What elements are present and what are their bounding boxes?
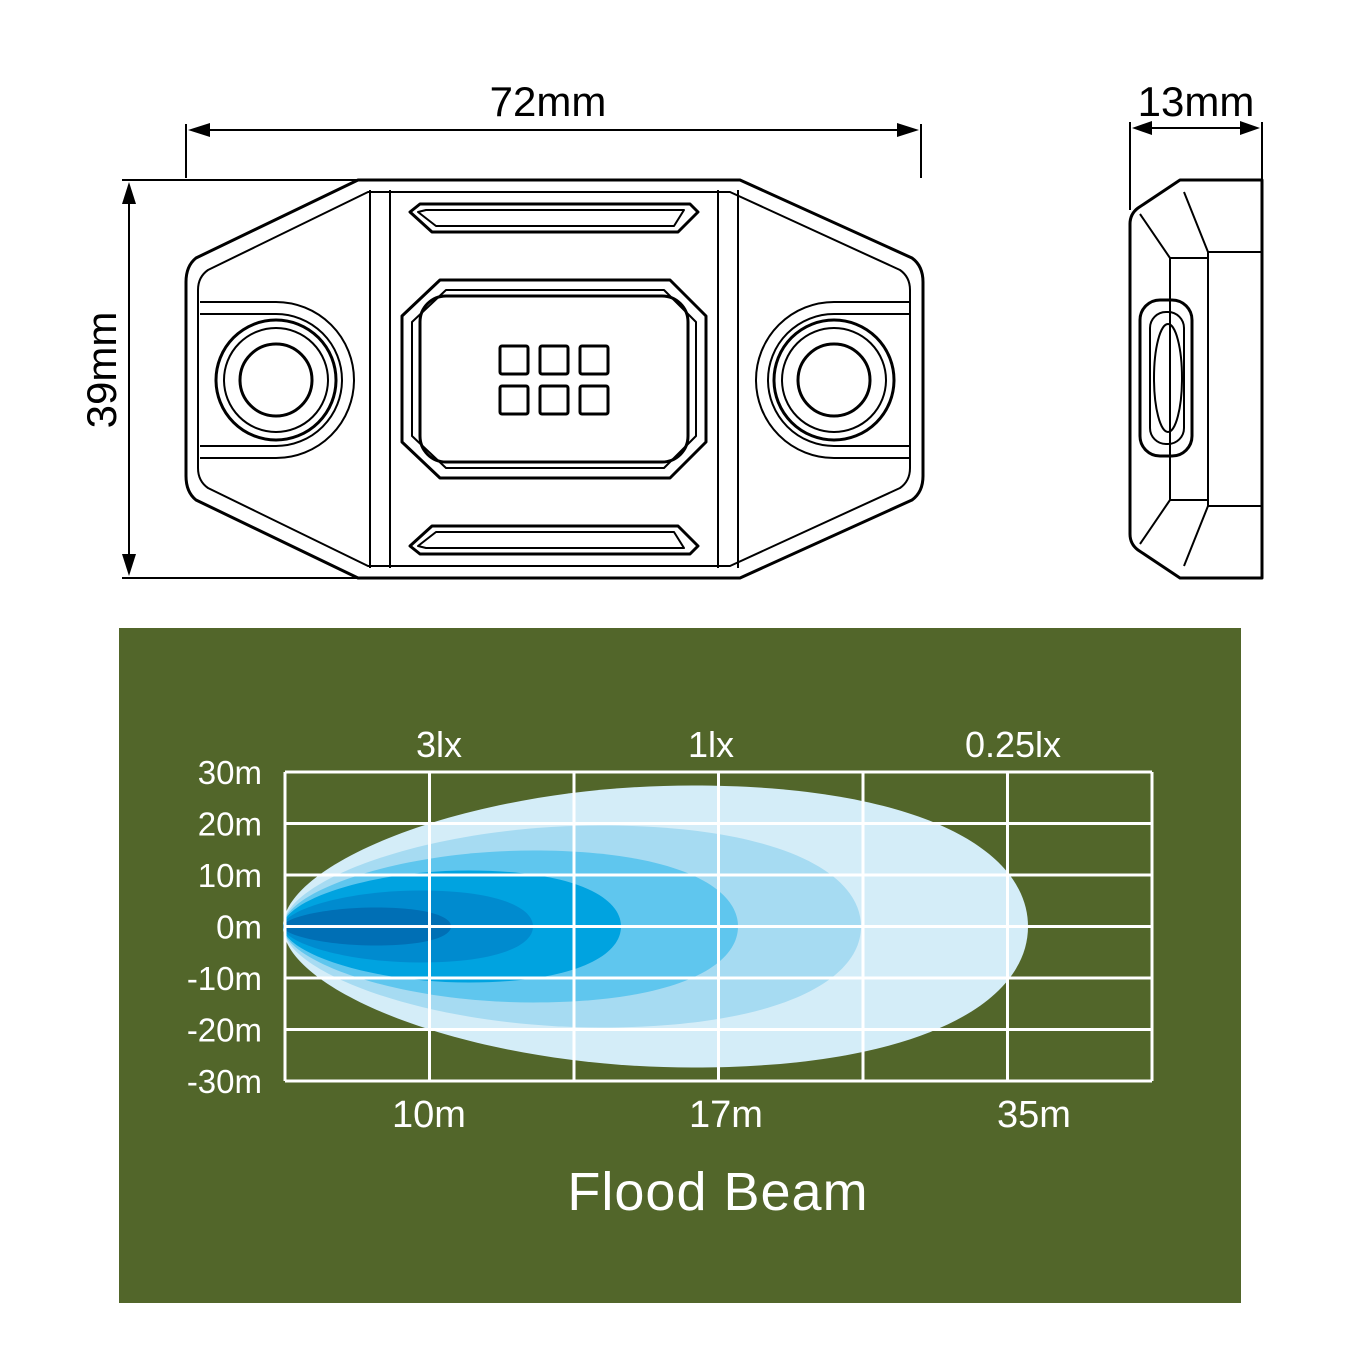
- lux-label: 3lx: [416, 724, 462, 765]
- y-tick-label: -20m: [187, 1012, 262, 1049]
- x-tick-label: 35m: [997, 1094, 1071, 1136]
- arrow-left-icon: [188, 123, 210, 137]
- arrow-down-icon: [122, 554, 136, 576]
- beam-pattern-panel: 30m 20m 10m 0m -10m -20m -30m 10m 17m 35m 3lx 1lx…: [119, 628, 1241, 1303]
- y-tick-label: -30m: [187, 1063, 262, 1100]
- y-tick-label: 0m: [216, 909, 262, 946]
- width-dimension: 72mm: [185, 78, 922, 178]
- width-label: 72mm: [490, 78, 607, 125]
- beam-title: Flood Beam: [567, 1162, 868, 1222]
- left-mount-hole: [200, 301, 355, 459]
- arrow-up-icon: [122, 182, 136, 204]
- y-tick-label: 30m: [198, 754, 262, 791]
- y-tick-label: 20m: [198, 806, 262, 843]
- y-axis-ticks: 30m 20m 10m 0m -10m -20m -30m: [187, 754, 262, 1100]
- height-label: 39mm: [78, 312, 125, 429]
- arrow-left-icon: [1132, 121, 1152, 135]
- beam-grid: [283, 770, 1154, 1083]
- x-axis-ticks: 10m 17m 35m: [392, 1094, 1071, 1136]
- side-mount-hole: [1138, 298, 1194, 458]
- led-array: [498, 344, 610, 416]
- arrow-right-icon: [1240, 121, 1260, 135]
- y-tick-label: -10m: [187, 960, 262, 997]
- x-tick-label: 10m: [392, 1094, 466, 1136]
- depth-label: 13mm: [1138, 78, 1255, 125]
- lux-label: 0.25lx: [965, 724, 1061, 765]
- lux-label: 1lx: [688, 724, 734, 765]
- y-tick-label: 10m: [198, 857, 262, 894]
- side-view-device: [1128, 178, 1264, 580]
- depth-dimension: 13mm: [1129, 78, 1263, 210]
- right-mount-hole: [755, 301, 910, 459]
- height-dimension: 39mm: [78, 179, 360, 579]
- lux-labels: 3lx 1lx 0.25lx: [416, 724, 1061, 765]
- arrow-right-icon: [897, 123, 919, 137]
- front-view-device: [184, 178, 925, 580]
- x-tick-label: 17m: [689, 1094, 763, 1136]
